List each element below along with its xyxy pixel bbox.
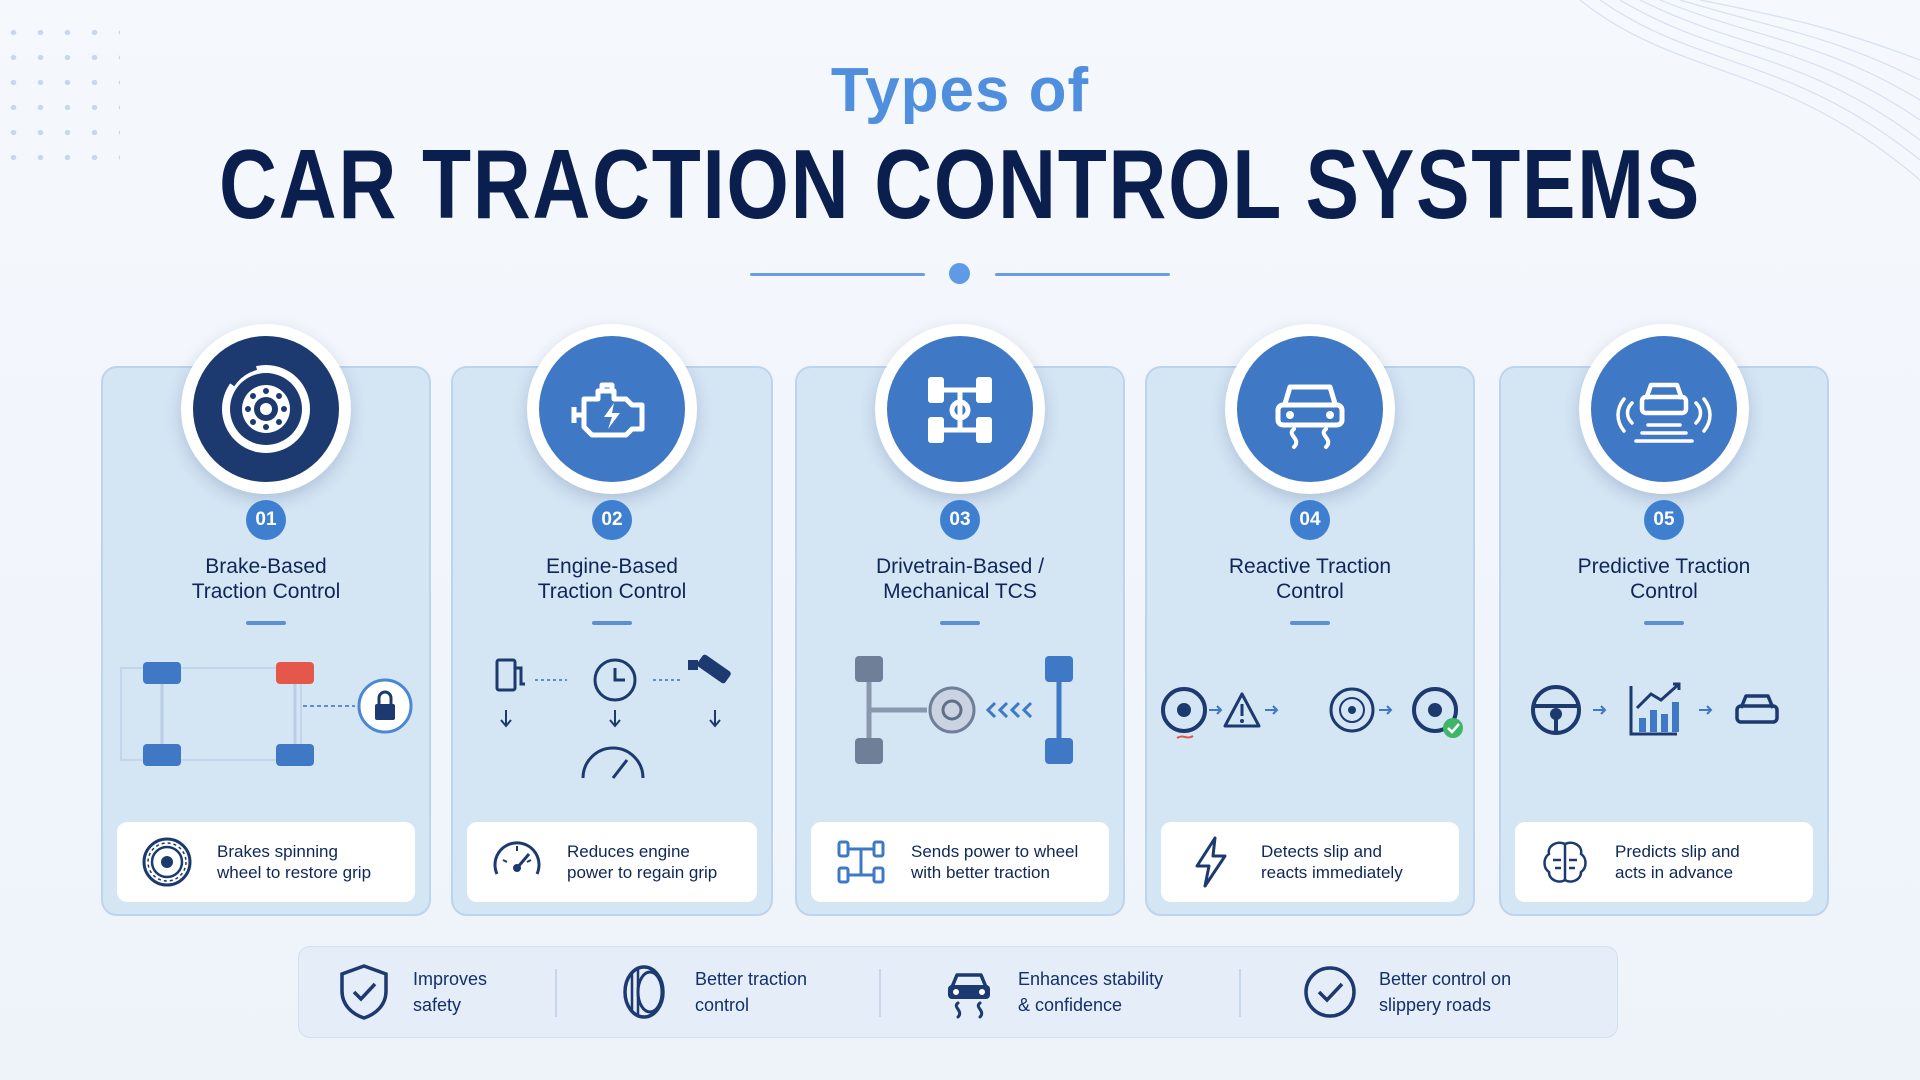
reactive-flow-diagram bbox=[1161, 687, 1463, 739]
tire-icon bbox=[611, 963, 681, 1021]
drivetrain-icon bbox=[887, 336, 1033, 482]
car-skid-icon bbox=[1237, 336, 1383, 482]
page-subtitle: Types of bbox=[830, 56, 1090, 125]
benefit-separator bbox=[879, 969, 881, 1017]
engine-power-diagram bbox=[495, 654, 731, 779]
brake-wheels-diagram bbox=[120, 662, 413, 766]
brake-disc-icon bbox=[193, 336, 339, 482]
card-icon-circle bbox=[875, 324, 1045, 494]
card-number: 02 bbox=[592, 500, 632, 540]
title-divider bbox=[750, 262, 1170, 286]
decorative-waves bbox=[1579, 0, 1920, 181]
card-icon-circle bbox=[1579, 324, 1749, 494]
title-dash bbox=[940, 621, 980, 625]
predictive-flow-diagram bbox=[1531, 682, 1779, 736]
card-number: 05 bbox=[1644, 500, 1684, 540]
benefit-separator bbox=[555, 969, 557, 1017]
title-dash bbox=[1290, 621, 1330, 625]
title-dash bbox=[246, 621, 286, 625]
benefit-separator bbox=[1239, 969, 1241, 1017]
page-title: CAR TRACTION CONTROL SYSTEMS bbox=[218, 129, 1701, 239]
axle-icon bbox=[811, 836, 911, 888]
title-dash bbox=[1644, 621, 1684, 625]
card-title: Drivetrain-Based /Mechanical TCS bbox=[875, 555, 1045, 603]
title-dash bbox=[592, 621, 632, 625]
card-number: 04 bbox=[1290, 500, 1330, 540]
brain-icon bbox=[1515, 836, 1615, 888]
card-icon-circle bbox=[527, 324, 697, 494]
card-drivetrain-based: 03 Drivetrain-Based /Mechanical TCS bbox=[795, 324, 1125, 916]
card-icon-circle bbox=[1225, 324, 1395, 494]
speedometer-icon bbox=[467, 836, 567, 888]
shield-check-icon bbox=[329, 963, 399, 1021]
engine-icon bbox=[539, 336, 685, 482]
decorative-dots bbox=[0, 20, 120, 170]
tire-icon bbox=[117, 836, 217, 888]
car-skid-icon bbox=[934, 963, 1004, 1021]
card-number: 01 bbox=[246, 500, 286, 540]
drivetrain-diagram bbox=[855, 656, 1073, 764]
card-number: 03 bbox=[940, 500, 980, 540]
lightning-icon bbox=[1161, 836, 1261, 888]
check-circle-icon bbox=[1295, 963, 1365, 1021]
car-sensor-icon bbox=[1591, 336, 1737, 482]
benefit-item: Enhances stability& confidence bbox=[934, 947, 1218, 1037]
card-icon-circle bbox=[181, 324, 351, 494]
